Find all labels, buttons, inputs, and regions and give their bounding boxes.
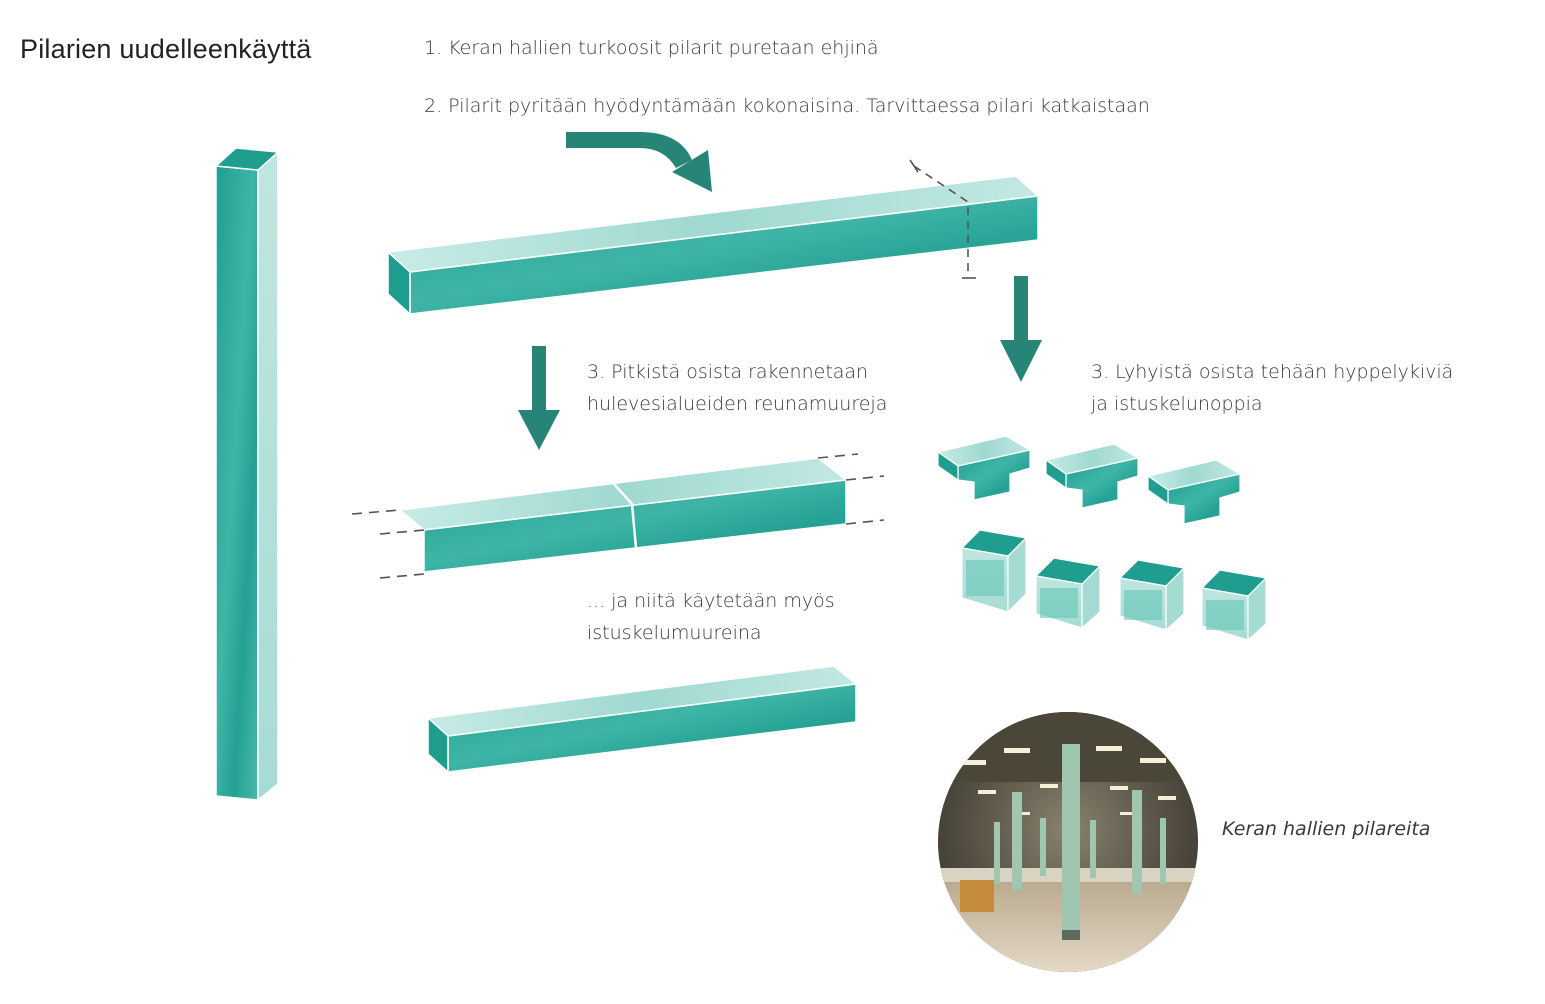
stepping-stone: [1044, 443, 1140, 509]
down-arrow-left-icon: [518, 346, 560, 450]
stepping-stone: [936, 435, 1032, 501]
step-3-long-line-2: hulevesialueiden reunamuureja: [587, 393, 888, 415]
seating-wall-pillar: [426, 665, 858, 774]
curved-arrow-icon: [566, 132, 712, 192]
step-3-short-line-1: 3. Lyhyistä osista tehään hyppelykiviä: [1091, 361, 1454, 383]
down-arrow-right-icon: [1000, 276, 1042, 382]
long-pillar: [386, 175, 1040, 316]
step-3-short-line-2: ja istuskelunoppia: [1091, 393, 1263, 415]
vertical-pillar: [214, 147, 280, 802]
wall-cut-lines: [351, 453, 885, 579]
cut-line: [909, 159, 976, 279]
step-3-long-line-1: 3. Pitkistä osista rakennetaan: [587, 361, 869, 383]
edge-wall-pillar: [398, 457, 848, 573]
seating-cube: [960, 529, 1028, 614]
step-1-text: 1. Keran hallien turkoosit pilarit puret…: [424, 37, 879, 59]
page-title: Pilarien uudelleenkäyttä: [20, 34, 312, 64]
seating-cube: [1118, 559, 1186, 632]
stepping-stone: [1146, 459, 1242, 525]
also-text-line-2: istuskelumuureina: [587, 622, 762, 644]
seating-cube: [1034, 557, 1102, 630]
photo-caption: Keran hallien pilareita: [1222, 818, 1431, 840]
also-text-line-1: ... ja niitä käytetään myös: [587, 590, 835, 612]
hall-photo: [938, 712, 1198, 972]
seating-cube: [1200, 569, 1268, 642]
step-2-text: 2. Pilarit pyritään hyödyntämään kokonai…: [424, 95, 1150, 117]
